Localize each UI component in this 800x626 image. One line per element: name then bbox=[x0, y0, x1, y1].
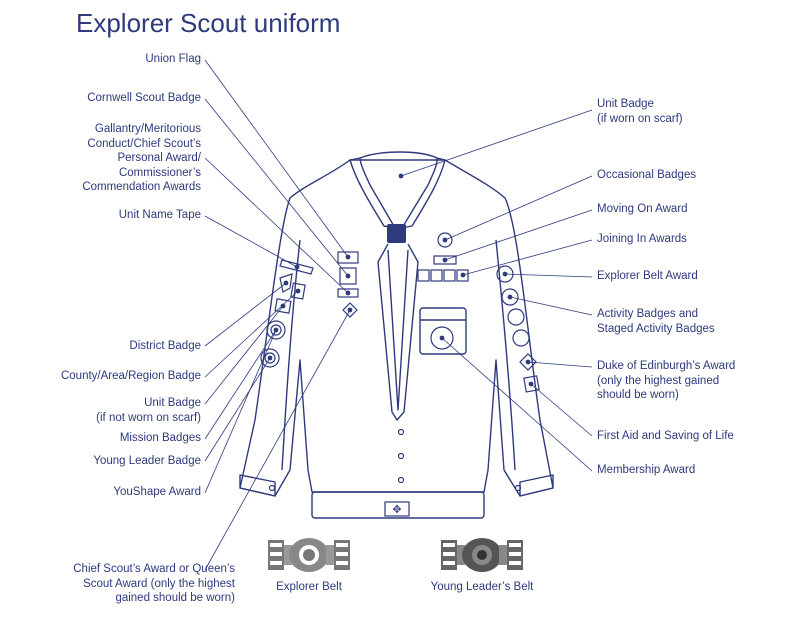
label-young-leader-badge: Young Leader Badge bbox=[93, 455, 201, 467]
collar-back bbox=[359, 151, 438, 159]
label-first-aid: First Aid and Saving of Life bbox=[597, 430, 734, 442]
shirt-body bbox=[239, 159, 554, 497]
woggle bbox=[387, 224, 406, 243]
badge-dots bbox=[267, 173, 534, 387]
unit-badge-sleeve bbox=[274, 298, 292, 314]
shirt-illustration bbox=[239, 151, 554, 519]
moving-on-badge bbox=[433, 255, 457, 265]
label-young-leaders-belt: Young Leader’s Belt bbox=[430, 581, 534, 593]
badges bbox=[260, 232, 540, 393]
activity-badge bbox=[507, 308, 525, 326]
scarf bbox=[377, 243, 419, 421]
county-badge bbox=[290, 282, 306, 300]
left-sleeve-seam bbox=[281, 239, 301, 471]
label-doe-award: Duke of Edinburgh’s Award (only the high… bbox=[597, 360, 736, 401]
activity-badge bbox=[512, 329, 530, 347]
leader-lines bbox=[204, 59, 593, 571]
waistband bbox=[311, 491, 485, 519]
cuff-button bbox=[514, 484, 522, 492]
mission-badge-inner bbox=[270, 324, 282, 336]
label-unit-badge-scarf: Unit Badge (if worn on scarf) bbox=[597, 98, 683, 125]
shirt-button bbox=[397, 476, 405, 484]
shirt-buttons bbox=[268, 428, 522, 492]
label-moving-on-award: Moving On Award bbox=[597, 203, 688, 215]
joining-in-badge bbox=[430, 269, 443, 282]
label-unit-name-tape: Unit Name Tape bbox=[118, 209, 201, 221]
label-joining-in-awards: Joining In Awards bbox=[597, 233, 687, 245]
belt-buckle: ✥ bbox=[384, 501, 410, 517]
label-union-flag: Union Flag bbox=[145, 53, 201, 65]
label-chief-scout-award: Chief Scout’s Award or Queen’s Scout Awa… bbox=[73, 563, 235, 604]
joining-in-badge bbox=[456, 269, 469, 282]
activity-badge bbox=[501, 288, 519, 306]
first-aid-badge bbox=[523, 375, 540, 393]
joining-in-badge bbox=[443, 269, 456, 282]
joining-in-badge bbox=[417, 269, 430, 282]
scarf-inner bbox=[387, 249, 409, 411]
collar-left bbox=[349, 157, 396, 229]
doe-badge bbox=[519, 353, 537, 371]
label-cornwell-scout-badge: Cornwell Scout Badge bbox=[87, 92, 201, 104]
diagram-title: Explorer Scout uniform bbox=[76, 8, 341, 38]
label-explorer-belt-award: Explorer Belt Award bbox=[597, 270, 698, 282]
pocket bbox=[419, 307, 467, 355]
mission-badge bbox=[266, 320, 286, 340]
shirt-button bbox=[397, 452, 405, 460]
left-cuff bbox=[239, 474, 276, 497]
label-membership-award: Membership Award bbox=[597, 464, 696, 476]
young-leader-badge bbox=[260, 348, 280, 368]
label-activity-badges: Activity Badges and Staged Activity Badg… bbox=[597, 308, 715, 335]
svg-text:✥: ✥ bbox=[392, 503, 401, 516]
label-mission-badges: Mission Badges bbox=[119, 432, 201, 444]
union-flag-badge bbox=[337, 251, 359, 264]
young-leader-badge-inner bbox=[264, 352, 276, 364]
district-badge bbox=[279, 273, 293, 293]
cornwell-badge bbox=[339, 267, 357, 285]
right-cuff bbox=[519, 474, 554, 497]
label-unit-badge-not-scarf: Unit Badge (if not worn on scarf) bbox=[96, 397, 201, 424]
right-sleeve-seam bbox=[495, 239, 516, 471]
chief-scout-badge bbox=[342, 302, 358, 318]
label-youshape-award: YouShape Award bbox=[113, 486, 201, 498]
unit-name-tape bbox=[279, 259, 314, 275]
young-leader-belt-illustration bbox=[441, 538, 523, 572]
label-explorer-belt: Explorer Belt bbox=[276, 581, 342, 593]
label-district-badge: District Badge bbox=[129, 340, 201, 352]
label-county-badge: County/Area/Region Badge bbox=[60, 370, 201, 382]
label-gallantry-awards: Gallantry/Meritorious Conduct/Chief Scou… bbox=[82, 123, 201, 193]
membership-badge bbox=[430, 326, 454, 350]
label-occasional-badges: Occasional Badges bbox=[597, 169, 697, 181]
occasional-badge bbox=[437, 232, 453, 248]
explorer-belt-illustration bbox=[268, 538, 350, 572]
cuff-button bbox=[268, 484, 276, 492]
shirt-button bbox=[397, 428, 405, 436]
gallantry-badge bbox=[337, 288, 359, 298]
